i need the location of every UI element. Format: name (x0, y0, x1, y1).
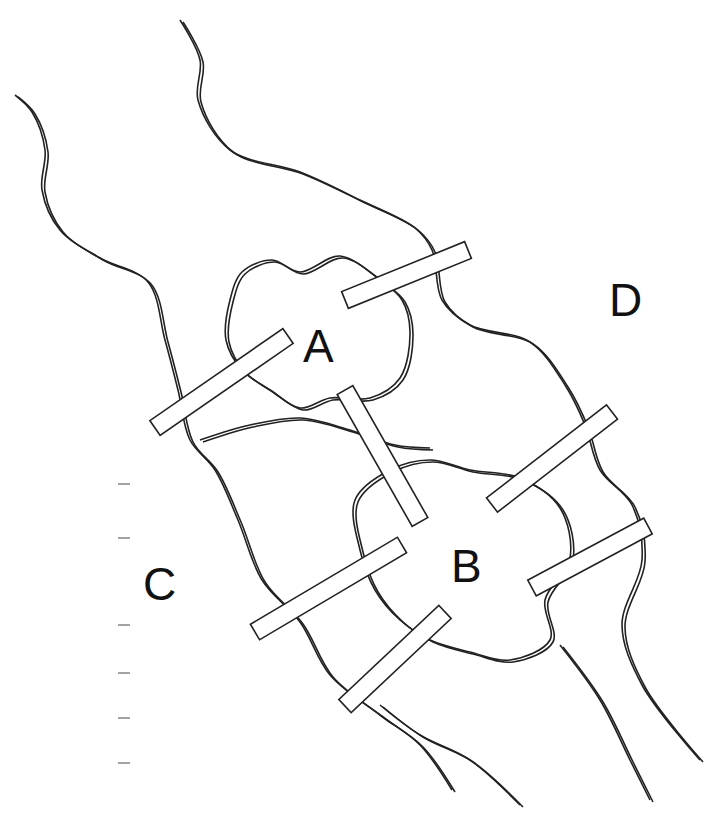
region-label: D (606, 277, 645, 323)
river-bank (180, 20, 700, 760)
river-bank (560, 645, 650, 800)
river-bank (563, 647, 653, 802)
tick-mark (118, 762, 130, 763)
tick-mark (118, 672, 130, 673)
region-label: B (448, 543, 485, 589)
region-label: A (300, 323, 337, 369)
tick-mark (118, 717, 130, 718)
river-bank (203, 420, 433, 450)
tick-mark (118, 483, 130, 484)
region-label: C (140, 561, 179, 607)
bridge (339, 605, 451, 712)
bridge (250, 537, 406, 639)
river-bank (18, 97, 455, 792)
bridge (528, 518, 652, 596)
river-bank (15, 95, 452, 790)
bridge (337, 386, 428, 527)
bridge (486, 405, 617, 512)
river-bank (200, 418, 430, 448)
river-bank (183, 22, 703, 762)
tick-mark (118, 537, 130, 538)
bridge (342, 242, 472, 309)
river-bank (380, 705, 520, 805)
bridge (150, 329, 293, 436)
tick-mark (118, 624, 130, 625)
river-bank (383, 707, 523, 807)
